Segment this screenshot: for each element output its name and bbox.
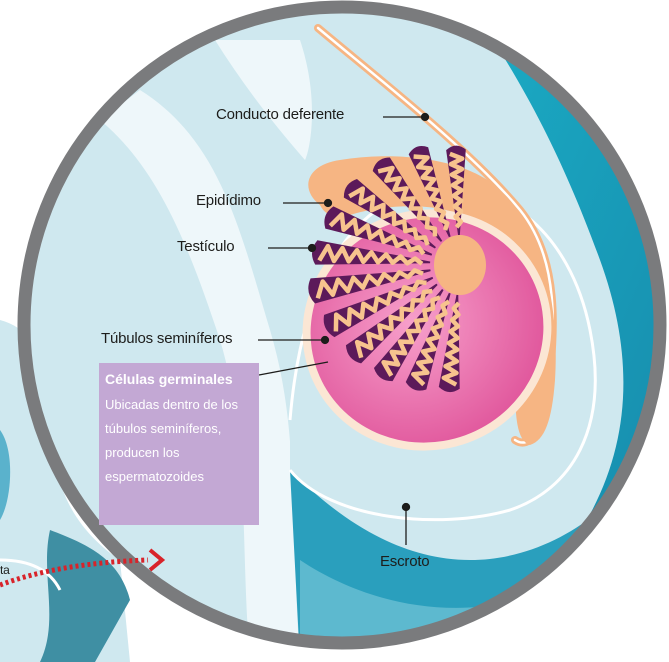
rete-testis: [434, 235, 486, 295]
callout-celulas-germinales: Células germinales Ubicadas dentro de lo…: [99, 363, 259, 525]
label-partial-left: ta: [0, 563, 10, 577]
callout-line: producen los: [105, 445, 179, 460]
callout-line: espermatozoides: [105, 469, 204, 484]
label-epididimo: Epidídimo: [196, 192, 261, 209]
label-tubulos-seminiferos: Túbulos seminíferos: [101, 330, 232, 347]
label-conducto-deferente: Conducto deferente: [216, 106, 344, 123]
label-escroto: Escroto: [380, 553, 429, 570]
label-testiculo: Testículo: [177, 238, 234, 255]
callout-line: Ubicadas dentro de los: [105, 397, 238, 412]
callout-title: Células germinales: [105, 371, 233, 387]
callout-line: túbulos seminíferos,: [105, 421, 221, 436]
